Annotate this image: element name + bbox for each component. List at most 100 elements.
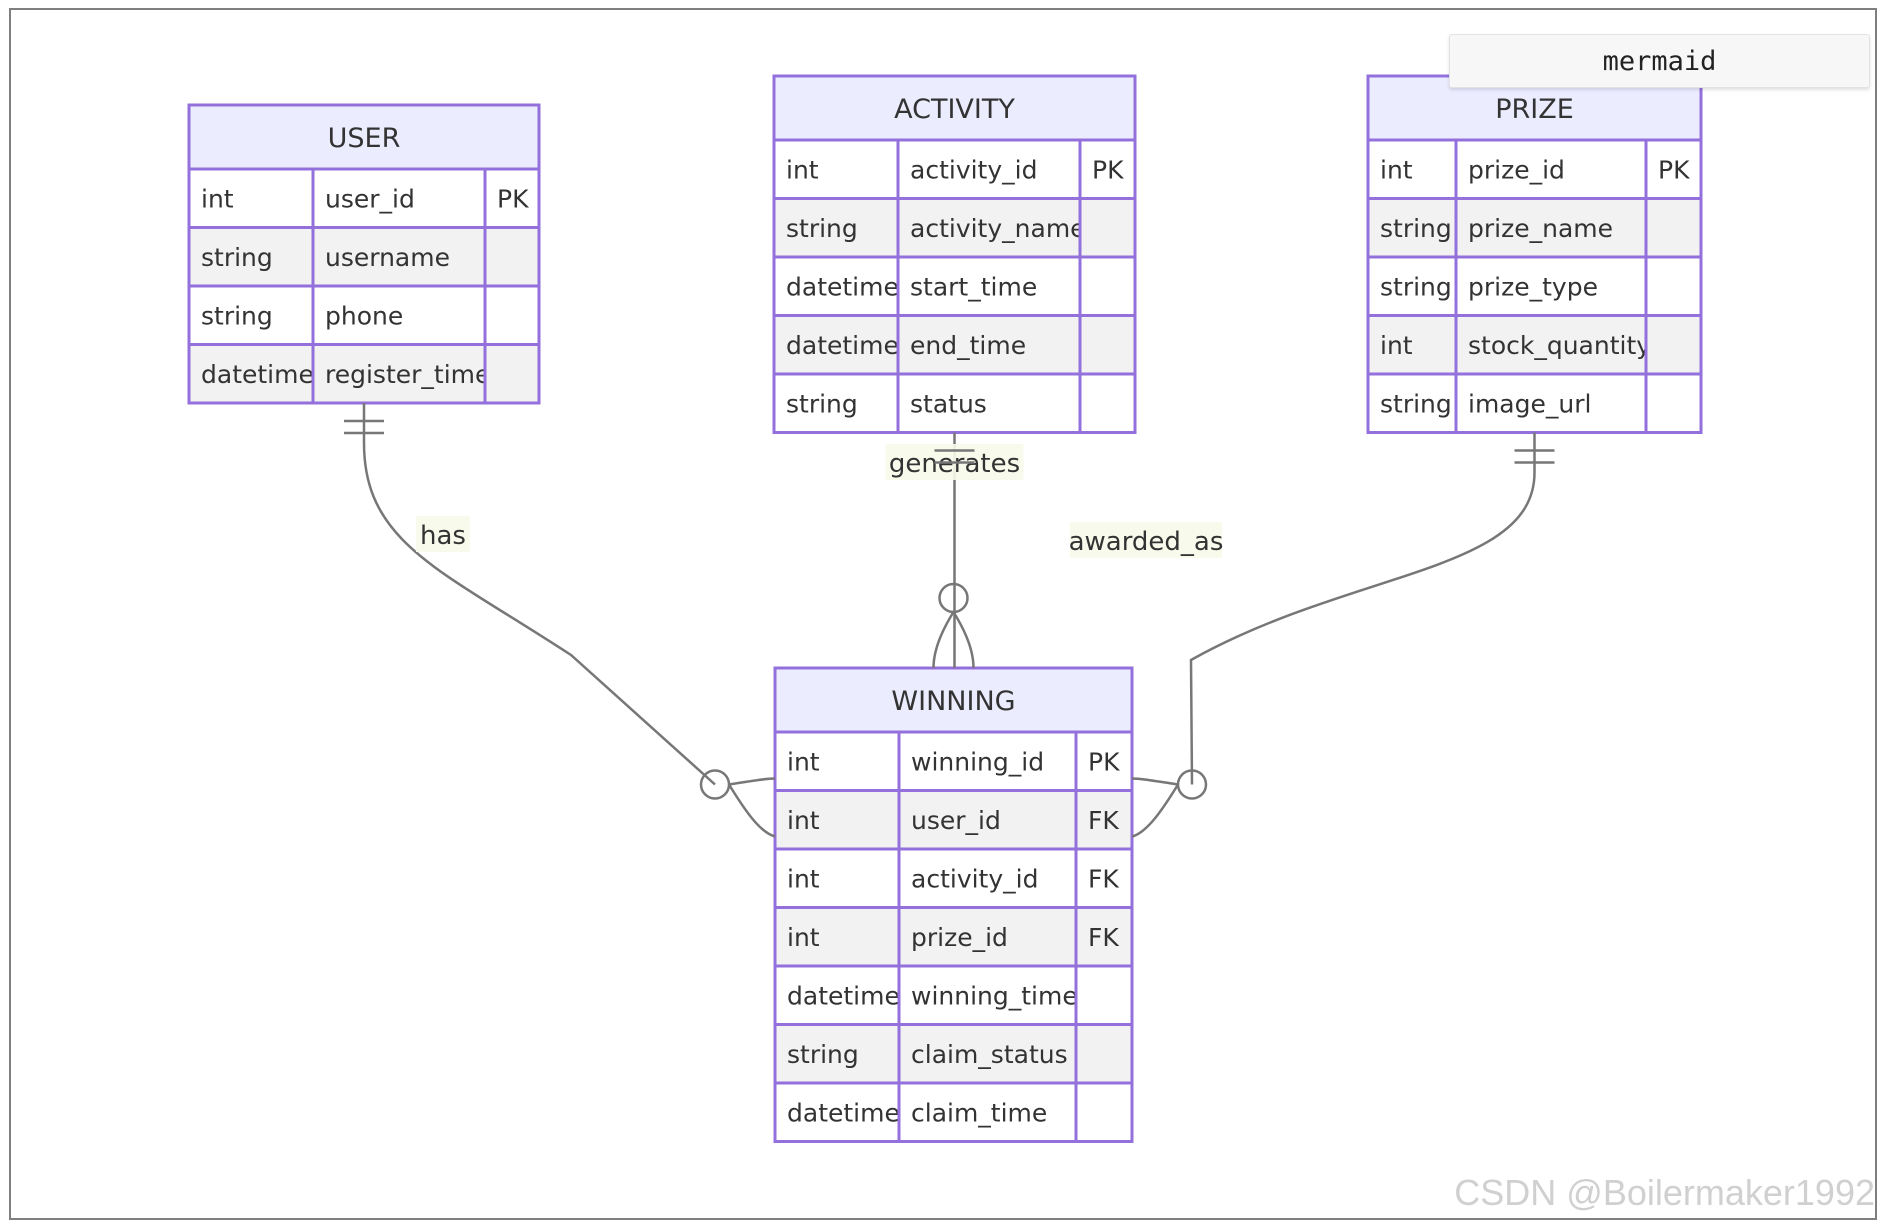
attribute-name: claim_status <box>911 1040 1068 1069</box>
attribute-key: PK <box>497 184 529 213</box>
attribute-name: username <box>325 243 450 272</box>
attribute-type: datetime <box>787 981 900 1010</box>
attribute-type: int <box>787 747 820 776</box>
relationship-label: has <box>420 521 466 551</box>
crow-foot <box>932 611 955 669</box>
attribute-name: winning_time <box>911 981 1078 1010</box>
attribute-name: start_time <box>910 272 1037 301</box>
attribute-name: prize_name <box>1468 214 1613 243</box>
relationship-label: generates <box>889 449 1020 479</box>
attribute-cell <box>1366 314 1458 376</box>
attribute-cell <box>483 167 541 229</box>
attribute-cell <box>1644 314 1703 376</box>
attribute-cell <box>1078 197 1137 259</box>
attribute-name: claim_time <box>911 1098 1047 1127</box>
attribute-row: string prize_type <box>1366 255 1703 317</box>
attribute-row: datetime winning_time <box>773 964 1134 1026</box>
attribute-name: register_time <box>325 360 490 389</box>
attribute-cell <box>1366 197 1458 259</box>
crow-foot <box>727 783 776 838</box>
attribute-name: stock_quantity <box>1468 331 1651 360</box>
crow-foot <box>1131 783 1180 838</box>
attribute-cell <box>772 372 900 434</box>
attribute-type: datetime <box>787 1098 900 1127</box>
attribute-row: string prize_name <box>1366 197 1703 259</box>
attribute-cell <box>1074 1081 1134 1143</box>
attribute-type: string <box>201 243 273 272</box>
attribute-cell <box>311 226 487 288</box>
attribute-cell <box>1644 255 1703 317</box>
attribute-type: int <box>787 864 820 893</box>
attribute-type: string <box>787 1040 859 1069</box>
attribute-cell <box>1644 197 1703 259</box>
attribute-cell <box>897 1023 1078 1085</box>
attribute-cell <box>1078 255 1137 317</box>
attribute-name: prize_id <box>1468 155 1565 184</box>
attribute-cell <box>896 197 1082 259</box>
attribute-key: FK <box>1088 806 1119 835</box>
entity-header-box <box>772 74 1137 142</box>
attribute-cell <box>772 314 900 376</box>
attribute-row: datetime claim_time <box>773 1081 1134 1143</box>
attribute-cell <box>187 343 315 405</box>
entity-title: USER <box>328 123 401 154</box>
attribute-type: int <box>786 155 819 184</box>
attribute-cell <box>1078 314 1137 376</box>
mermaid-tag-button[interactable]: mermaid <box>1449 34 1870 88</box>
attribute-cell <box>1074 964 1134 1026</box>
crow-foot <box>728 777 776 786</box>
attribute-key: PK <box>1092 155 1124 184</box>
attribute-name: activity_id <box>911 864 1038 893</box>
attribute-type: string <box>1380 214 1452 243</box>
attribute-cell <box>897 730 1078 792</box>
attribute-name: prize_type <box>1468 272 1598 301</box>
attribute-cell <box>897 964 1078 1026</box>
relationship-label-bg <box>1070 522 1222 558</box>
attribute-name: user_id <box>911 806 1001 835</box>
attribute-name: user_id <box>325 184 415 213</box>
attribute-cell <box>896 372 1082 434</box>
attribute-name: image_url <box>1468 389 1591 418</box>
attribute-cell <box>1454 372 1648 434</box>
entity-title: WINNING <box>891 686 1015 717</box>
attribute-type: datetime <box>201 360 314 389</box>
attribute-cell <box>773 1023 901 1085</box>
attribute-type: string <box>1380 272 1452 301</box>
attribute-name: phone <box>325 301 403 330</box>
attribute-cell <box>311 343 487 405</box>
watermark: CSDN @Boilermaker1992 <box>1454 1172 1875 1213</box>
attribute-cell <box>897 906 1078 968</box>
relationship-generates: generates <box>885 432 1024 668</box>
attribute-key: FK <box>1088 923 1119 952</box>
attribute-cell <box>1078 372 1137 434</box>
attribute-type: int <box>787 806 820 835</box>
attribute-type: int <box>1380 155 1413 184</box>
attribute-cell <box>773 906 901 968</box>
attribute-name: prize_id <box>911 923 1008 952</box>
attribute-row: string claim_status <box>773 1023 1134 1085</box>
attribute-cell <box>896 314 1082 376</box>
relationship-line <box>1189 432 1536 785</box>
attribute-row: int user_id FK <box>773 789 1134 851</box>
attribute-type: string <box>786 389 858 418</box>
attribute-cell <box>773 730 901 792</box>
attribute-cell <box>773 964 901 1026</box>
crow-foot <box>952 611 975 669</box>
entity-header-box <box>187 103 541 171</box>
attribute-cell <box>772 138 900 200</box>
attribute-type: string <box>786 214 858 243</box>
attribute-row: string username <box>187 226 541 288</box>
attribute-cell <box>311 284 487 346</box>
